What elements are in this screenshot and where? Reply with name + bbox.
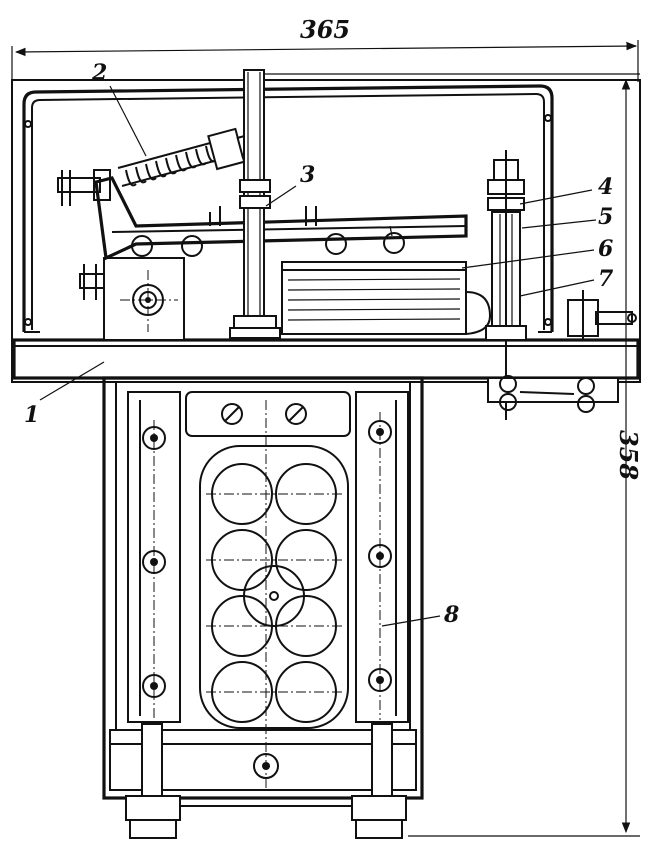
right-contact-post: [485, 150, 527, 420]
callout-5: 5: [598, 204, 613, 230]
callout-4: 4: [598, 174, 613, 200]
height-dimension: 3 5 8: [262, 73, 643, 837]
cover-sheet: [22, 84, 554, 333]
spring-2: [117, 127, 260, 187]
central-rod-3: [209, 69, 317, 341]
width-dimension-label: 365: [300, 15, 350, 44]
callout-leaders: [39, 85, 597, 627]
right-terminal: [567, 290, 637, 340]
callout-2: 2: [91, 60, 107, 86]
width-dimension: 365: [11, 15, 639, 82]
callout-8: 8: [443, 602, 459, 628]
callout-numbers: 1 2 3 4 5 6 7 8: [24, 60, 614, 628]
callout-1: 1: [24, 402, 39, 428]
height-dimension-label: 358: [614, 430, 643, 480]
coil-6: [281, 261, 492, 335]
callout-7: 7: [598, 266, 614, 292]
callout-6: 6: [598, 236, 613, 262]
under-base-connectors: [487, 375, 619, 413]
left-block: [79, 257, 185, 341]
contact-lever: [57, 169, 468, 261]
callout-3: 3: [300, 162, 315, 188]
resistor-body-8: [102, 376, 424, 839]
